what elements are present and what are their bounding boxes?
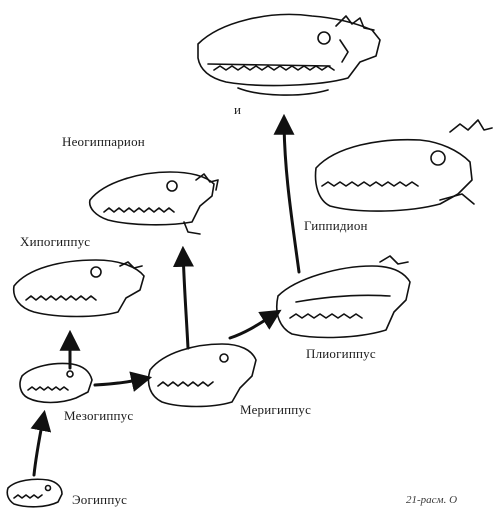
label-pliohippus: Плиогиппус bbox=[306, 346, 376, 361]
skull-merychippus bbox=[149, 344, 257, 407]
arrow-merychippus-to-neohipparion bbox=[183, 250, 188, 348]
skull-hypohippus bbox=[14, 260, 144, 317]
label-mesohippus: Мезогиппус bbox=[64, 408, 133, 423]
skull-mesohippus bbox=[20, 364, 92, 403]
figure-caption: 21-расм. О bbox=[406, 494, 457, 506]
label-equus: и bbox=[234, 102, 241, 117]
arrow-pliohippus-to-equus bbox=[284, 118, 299, 272]
skull-eohippus bbox=[7, 479, 62, 507]
label-hippidion: Гиппидион bbox=[304, 218, 368, 233]
arrow-mesohippus-to-merychippus bbox=[95, 378, 148, 385]
arrow-merychippus-to-pliohippus bbox=[230, 312, 278, 338]
label-eohippus: Эогиппус bbox=[72, 492, 127, 507]
skull-neohipparion bbox=[90, 172, 218, 234]
skull-equus bbox=[198, 14, 380, 95]
label-merychippus: Меригиппус bbox=[240, 402, 311, 417]
skull-hippidion bbox=[316, 120, 492, 211]
label-hypohippus: Хипогиппус bbox=[20, 234, 90, 249]
skull-pliohippus bbox=[277, 256, 410, 337]
label-neohipparion: Неогиппарион bbox=[62, 134, 145, 149]
arrow-eohippus-to-mesohippus bbox=[34, 414, 44, 475]
